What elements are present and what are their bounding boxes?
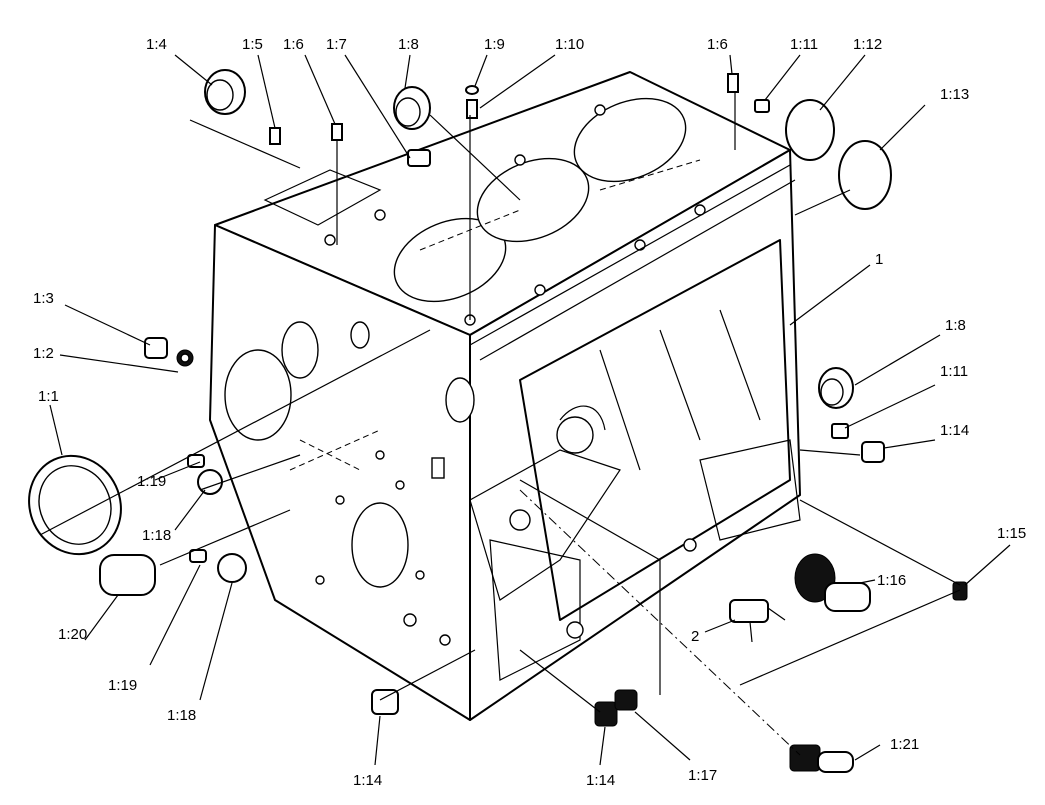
label-1-14-left: 1:14 xyxy=(353,772,382,789)
label-1-13: 1:13 xyxy=(940,86,969,103)
label-1-2: 1:2 xyxy=(33,345,54,362)
label-1-18-bottom: 1:18 xyxy=(167,707,196,724)
label-1-14-center: 1:14 xyxy=(586,772,615,789)
label-1-19-bottom: 1:19 xyxy=(108,677,137,694)
label-1-19: 1:19 xyxy=(137,473,166,490)
exploded-parts xyxy=(28,69,968,773)
cylinder-block xyxy=(209,71,801,721)
label-1-6-right: 1:6 xyxy=(707,36,728,53)
label-1-12: 1:12 xyxy=(853,36,882,53)
label-1-17: 1:17 xyxy=(688,767,717,784)
label-1-20: 1:20 xyxy=(58,626,87,643)
label-1-16: 1:16 xyxy=(877,572,906,589)
label-1-15: 1:15 xyxy=(997,525,1026,542)
label-1: 1 xyxy=(875,251,883,268)
label-1-5: 1:5 xyxy=(242,36,263,53)
label-1-8-right: 1:8 xyxy=(945,317,966,334)
label-1-10: 1:10 xyxy=(555,36,584,53)
leader-lines xyxy=(39,54,1011,766)
part-labels: 1:4 1:5 1:6 1:7 1:8 1:9 1:10 1:6 1:11 1:… xyxy=(33,36,1026,789)
label-1-6: 1:6 xyxy=(283,36,304,53)
label-1-4: 1:4 xyxy=(146,36,167,53)
label-1-9: 1:9 xyxy=(484,36,505,53)
label-1-18: 1:18 xyxy=(142,527,171,544)
label-1-11: 1:11 xyxy=(790,36,818,53)
label-1-3: 1:3 xyxy=(33,290,54,307)
label-1-8: 1:8 xyxy=(398,36,419,53)
label-1-7: 1:7 xyxy=(326,36,347,53)
label-2: 2 xyxy=(691,628,699,645)
label-1-11-right: 1:11 xyxy=(940,363,968,380)
label-1-21: 1:21 xyxy=(890,736,919,753)
label-1-1: 1:1 xyxy=(38,388,59,405)
label-1-14-right: 1:14 xyxy=(940,422,969,439)
